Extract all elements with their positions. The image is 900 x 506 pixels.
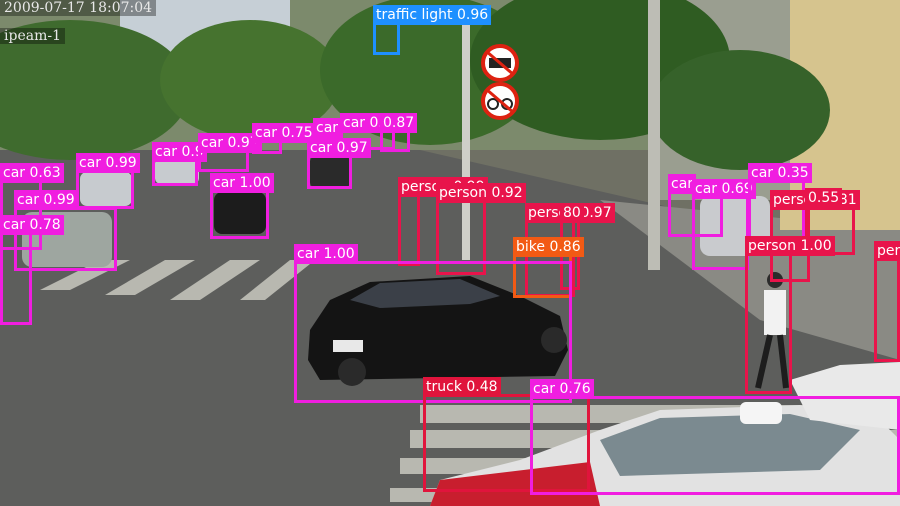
sign-pole [462, 20, 470, 260]
detection-label: bike 0.86 [513, 237, 584, 257]
detection-label: 0.87 [380, 113, 418, 133]
detection-box-person: person 1.00 [745, 236, 835, 394]
detection-label: car 0.69 [692, 179, 756, 199]
detection-box-person: person 0.99 [398, 177, 488, 266]
detection-label: car 0.99 [76, 153, 140, 173]
detection-label: car 0.35 [748, 163, 812, 183]
detection-label: 80 [560, 203, 584, 223]
detection-label: car 0.75 [252, 123, 316, 143]
detection-label: car 0.97 [198, 133, 262, 153]
detection-box-person: person 0.92 [436, 183, 526, 275]
detection-label: car 0.63 [0, 163, 64, 183]
detection-box-car: car [313, 118, 343, 150]
detection-box-car: car 0.69 [692, 179, 756, 270]
detection-label: car 1.00 [210, 173, 274, 193]
timestamp-overlay: 2009-07-17 18:07:04 [0, 0, 157, 16]
detection-box-car: car 1.00 [210, 173, 274, 239]
detection-label: per [874, 241, 900, 261]
camera-id-overlay: ipeam-1 [0, 28, 65, 44]
detection-label: truck 0.48 [423, 377, 501, 397]
detection-label: person 0.92 [436, 183, 526, 203]
light-pole [648, 0, 660, 270]
no-truck-sign-icon [481, 44, 519, 82]
detection-box-car: car 0.99 [76, 153, 140, 209]
detection-label: person 1.00 [745, 236, 835, 256]
detection-box-tl: traffic light 0.96 [373, 5, 492, 55]
detection-box-car: car 0.99 [14, 190, 117, 271]
no-bicycle-sign-icon [481, 82, 519, 120]
detection-box-car: car 0.76 [530, 379, 900, 495]
detection-label: car [313, 118, 342, 138]
detection-label: car 0.76 [530, 379, 594, 399]
black-sedan [308, 276, 568, 386]
detection-label: traffic light 0.96 [373, 5, 492, 25]
detection-label: car 1.00 [294, 244, 358, 264]
parked-cars-left [22, 156, 350, 267]
detection-label: car 0.9 [152, 142, 207, 162]
detection-box-car: 0.87 [380, 113, 418, 152]
detection-box-car: car 0.9 [152, 142, 207, 186]
detection-box-bike: bike 0.86 [513, 237, 584, 298]
detection-box-car: car 1.00 [294, 244, 572, 403]
detection-label: car 0.99 [14, 190, 78, 210]
detection-box-car: car 0.75 [252, 123, 316, 154]
detection-box-car: car 0.78 [0, 215, 64, 325]
detection-label: 0.55 [805, 188, 843, 208]
detection-box-truck: truck 0.48 [423, 377, 590, 492]
detection-box-person: per [874, 241, 900, 362]
detection-label: car [668, 174, 697, 194]
detection-label: car 0.97 [307, 138, 371, 158]
detection-box-car: car 0.97 [307, 138, 371, 189]
detection-box-car: car 0.97 [198, 133, 262, 172]
taxi [430, 402, 900, 506]
detection-label: car 0.78 [0, 215, 64, 235]
